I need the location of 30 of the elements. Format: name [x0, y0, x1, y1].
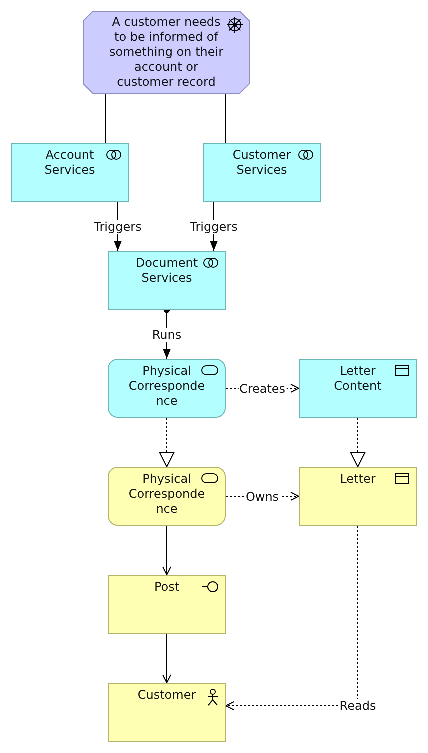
arrow: [226, 526, 358, 710]
service-box: [203, 143, 321, 202]
object-box: [299, 359, 417, 418]
arrow: [350, 418, 366, 468]
edge-label: Runs: [151, 328, 183, 342]
service-box: [108, 251, 226, 310]
node-label: Post: [153, 580, 181, 595]
edge-label: Creates: [238, 382, 287, 396]
service-box: [11, 143, 129, 202]
arrow: [162, 526, 172, 576]
service-box: [108, 359, 226, 418]
service-box: [108, 467, 226, 526]
actor-box: [108, 683, 226, 742]
object-box: [299, 467, 417, 526]
edge-label: Triggers: [93, 220, 143, 234]
node-label: Account Services: [44, 148, 96, 178]
node-label: Customer Services: [232, 148, 292, 178]
node-label: Letter: [339, 472, 377, 487]
node-label: Physical Correspondence: [128, 364, 206, 409]
node-label: A customer needs to be informed of something on their account or customer record: [108, 15, 225, 90]
node-label: Physical Correspondence: [128, 472, 206, 517]
arrow: [160, 418, 174, 468]
node-label: Letter Content: [333, 364, 383, 394]
interface-box: [108, 575, 226, 634]
edge-label: Triggers: [189, 220, 239, 234]
node-label: Customer: [136, 688, 198, 703]
edge-label: Owns: [244, 490, 280, 504]
node-label: Document Services: [134, 256, 200, 286]
edge-label: Reads: [338, 699, 378, 713]
arrow: [162, 634, 172, 684]
